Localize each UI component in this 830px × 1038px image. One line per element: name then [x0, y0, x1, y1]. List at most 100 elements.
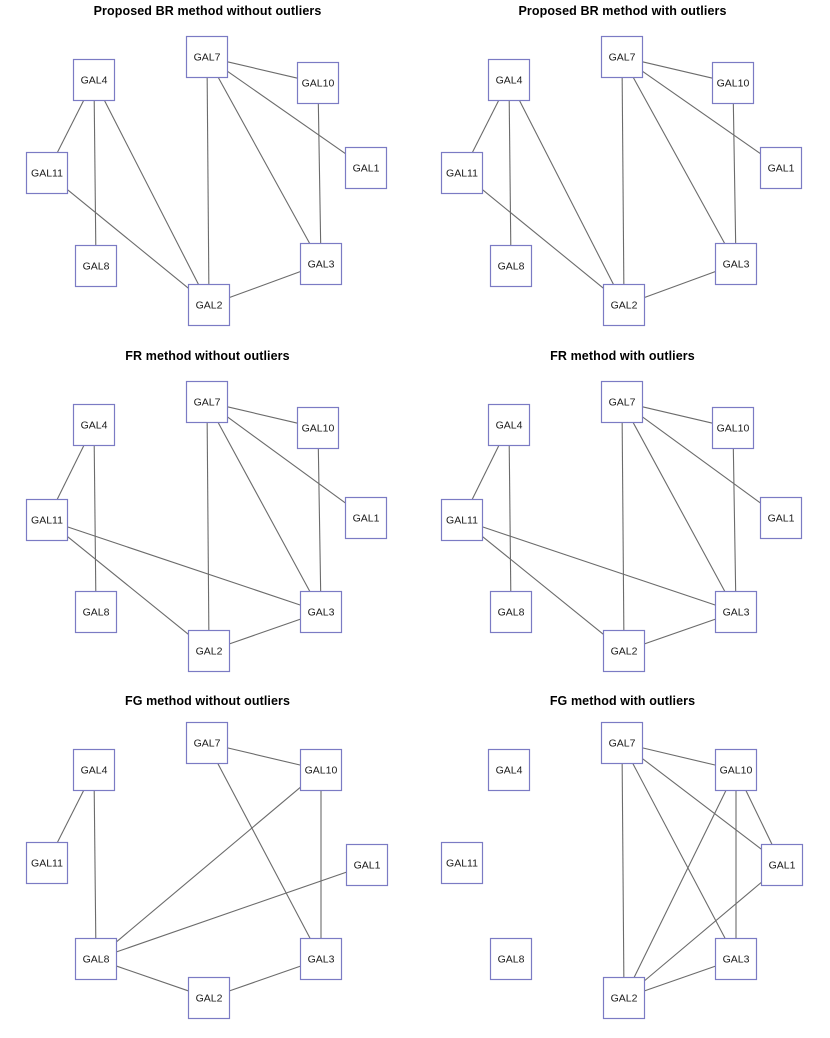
node-GAL2[interactable]: GAL2: [602, 629, 646, 673]
node-GAL4[interactable]: GAL4: [72, 748, 116, 792]
node-box[interactable]: [489, 937, 533, 981]
node-GAL2[interactable]: GAL2: [602, 976, 646, 1020]
edge-GAL7-GAL3: [217, 422, 311, 592]
node-GAL10[interactable]: GAL10: [711, 61, 755, 105]
node-GAL8[interactable]: GAL8: [74, 244, 118, 288]
node-box[interactable]: [185, 721, 229, 765]
node-GAL8[interactable]: GAL8: [489, 244, 533, 288]
node-box[interactable]: [72, 748, 116, 792]
node-box[interactable]: [299, 748, 343, 792]
node-GAL4[interactable]: GAL4: [72, 58, 116, 102]
node-GAL1[interactable]: GAL1: [345, 843, 389, 887]
node-box[interactable]: [600, 721, 644, 765]
node-box[interactable]: [440, 841, 484, 885]
node-box[interactable]: [602, 976, 646, 1020]
node-box[interactable]: [344, 146, 388, 190]
node-box[interactable]: [440, 498, 484, 542]
node-box[interactable]: [25, 498, 69, 542]
node-GAL11[interactable]: GAL11: [440, 151, 484, 195]
node-GAL10[interactable]: GAL10: [296, 406, 340, 450]
node-box[interactable]: [25, 841, 69, 885]
node-box[interactable]: [714, 590, 758, 634]
node-box[interactable]: [299, 242, 343, 286]
node-GAL8[interactable]: GAL8: [489, 590, 533, 634]
node-box[interactable]: [296, 406, 340, 450]
node-box[interactable]: [759, 496, 803, 540]
node-box[interactable]: [602, 629, 646, 673]
node-GAL11[interactable]: GAL11: [440, 841, 484, 885]
node-GAL3[interactable]: GAL3: [714, 590, 758, 634]
node-box[interactable]: [185, 35, 229, 79]
node-GAL11[interactable]: GAL11: [440, 498, 484, 542]
node-GAL10[interactable]: GAL10: [296, 61, 340, 105]
node-box[interactable]: [74, 937, 118, 981]
node-box[interactable]: [600, 35, 644, 79]
node-GAL1[interactable]: GAL1: [760, 843, 804, 887]
node-box[interactable]: [299, 937, 343, 981]
node-box[interactable]: [602, 283, 646, 327]
node-box[interactable]: [187, 629, 231, 673]
node-box[interactable]: [187, 976, 231, 1020]
node-box[interactable]: [299, 590, 343, 634]
node-box[interactable]: [72, 58, 116, 102]
node-GAL11[interactable]: GAL11: [25, 498, 69, 542]
node-box[interactable]: [185, 380, 229, 424]
node-box[interactable]: [714, 242, 758, 286]
node-box[interactable]: [487, 403, 531, 447]
node-GAL3[interactable]: GAL3: [299, 937, 343, 981]
node-GAL10[interactable]: GAL10: [714, 748, 758, 792]
node-GAL2[interactable]: GAL2: [187, 629, 231, 673]
node-box[interactable]: [344, 496, 388, 540]
node-GAL7[interactable]: GAL7: [600, 35, 644, 79]
node-GAL7[interactable]: GAL7: [185, 380, 229, 424]
node-GAL2[interactable]: GAL2: [602, 283, 646, 327]
panel-title: FR method without outliers: [125, 349, 290, 363]
node-box[interactable]: [74, 590, 118, 634]
node-GAL10[interactable]: GAL10: [299, 748, 343, 792]
node-box[interactable]: [600, 380, 644, 424]
node-GAL1[interactable]: GAL1: [344, 496, 388, 540]
node-box[interactable]: [714, 748, 758, 792]
node-GAL3[interactable]: GAL3: [299, 590, 343, 634]
node-GAL8[interactable]: GAL8: [74, 937, 118, 981]
node-GAL3[interactable]: GAL3: [714, 242, 758, 286]
node-box[interactable]: [489, 590, 533, 634]
node-GAL7[interactable]: GAL7: [185, 35, 229, 79]
node-box[interactable]: [74, 244, 118, 288]
node-GAL1[interactable]: GAL1: [759, 496, 803, 540]
node-box[interactable]: [345, 843, 389, 887]
node-GAL1[interactable]: GAL1: [344, 146, 388, 190]
node-GAL4[interactable]: GAL4: [487, 748, 531, 792]
node-GAL10[interactable]: GAL10: [711, 406, 755, 450]
node-box[interactable]: [714, 937, 758, 981]
node-box[interactable]: [711, 406, 755, 450]
node-GAL3[interactable]: GAL3: [299, 242, 343, 286]
node-box[interactable]: [72, 403, 116, 447]
node-GAL7[interactable]: GAL7: [600, 380, 644, 424]
node-GAL7[interactable]: GAL7: [185, 721, 229, 765]
node-GAL8[interactable]: GAL8: [489, 937, 533, 981]
node-box[interactable]: [759, 146, 803, 190]
node-GAL4[interactable]: GAL4: [487, 403, 531, 447]
node-box[interactable]: [487, 58, 531, 102]
node-box[interactable]: [25, 151, 69, 195]
node-box[interactable]: [187, 283, 231, 327]
node-GAL2[interactable]: GAL2: [187, 976, 231, 1020]
node-box[interactable]: [760, 843, 804, 887]
node-GAL4[interactable]: GAL4: [487, 58, 531, 102]
node-GAL7[interactable]: GAL7: [600, 721, 644, 765]
node-box[interactable]: [489, 244, 533, 288]
node-GAL11[interactable]: GAL11: [25, 841, 69, 885]
node-box[interactable]: [711, 61, 755, 105]
node-GAL11[interactable]: GAL11: [25, 151, 69, 195]
node-label: GAL2: [196, 993, 223, 1005]
node-GAL3[interactable]: GAL3: [714, 937, 758, 981]
node-box[interactable]: [440, 151, 484, 195]
node-box[interactable]: [487, 748, 531, 792]
node-box[interactable]: [296, 61, 340, 105]
node-GAL8[interactable]: GAL8: [74, 590, 118, 634]
node-GAL1[interactable]: GAL1: [759, 146, 803, 190]
node-GAL4[interactable]: GAL4: [72, 403, 116, 447]
node-GAL2[interactable]: GAL2: [187, 283, 231, 327]
